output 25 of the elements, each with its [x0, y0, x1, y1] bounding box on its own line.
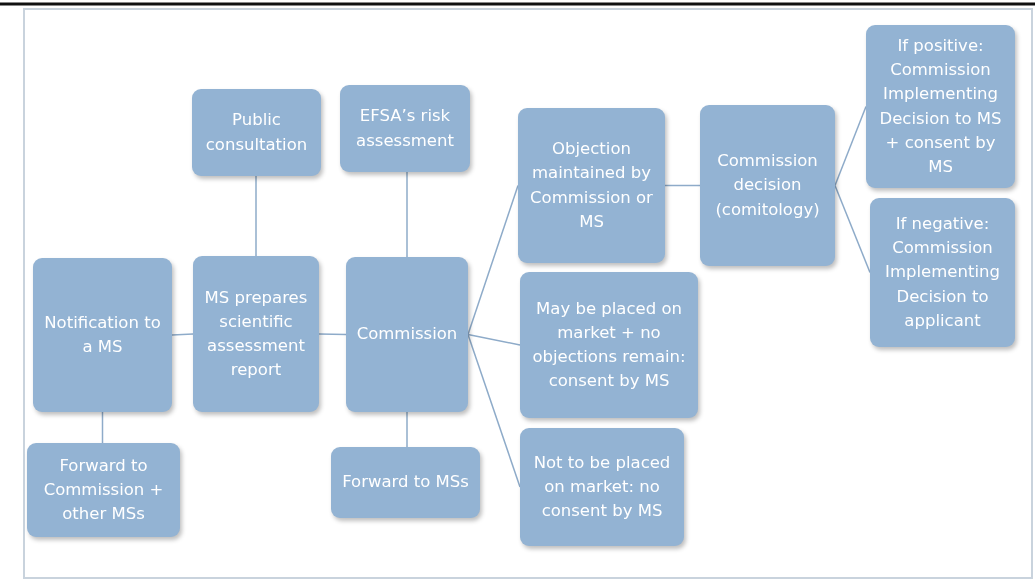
connector-line	[467, 333, 521, 488]
connector-line	[664, 184, 701, 187]
process-box: Notification to a MS	[33, 258, 172, 412]
connector-line	[834, 105, 867, 187]
process-box: Objection maintained by Commission or MS	[518, 108, 665, 263]
connector-line	[467, 333, 521, 346]
process-box: Public consultation	[192, 89, 321, 176]
connector-line	[255, 175, 257, 257]
process-box: Commission decision (comitology)	[700, 105, 835, 266]
connector-line	[467, 184, 519, 336]
connector-line	[406, 411, 408, 448]
connector-line	[171, 333, 194, 336]
connector-line	[834, 184, 871, 274]
connector-line	[101, 411, 104, 444]
connector-line	[406, 171, 408, 258]
process-box: If positive: Commission Implementing Decision to MS + consent by MS	[866, 25, 1015, 188]
process-box: MS prepares scientific assessment report	[193, 256, 319, 412]
process-box: If negative: Commission Implementing Decision to applicant	[870, 198, 1015, 347]
connector-line	[318, 333, 347, 336]
process-box: EFSA’s risk assessment	[340, 85, 470, 172]
process-box: Not to be placed on market: no consent by MS	[520, 428, 684, 546]
process-box: Commission	[346, 257, 468, 412]
process-box: Forward to Commission + other MSs	[27, 443, 180, 537]
process-box: May be placed on market + no objections remain: consent by MS	[520, 272, 698, 418]
process-box: Forward to MSs	[331, 447, 480, 518]
